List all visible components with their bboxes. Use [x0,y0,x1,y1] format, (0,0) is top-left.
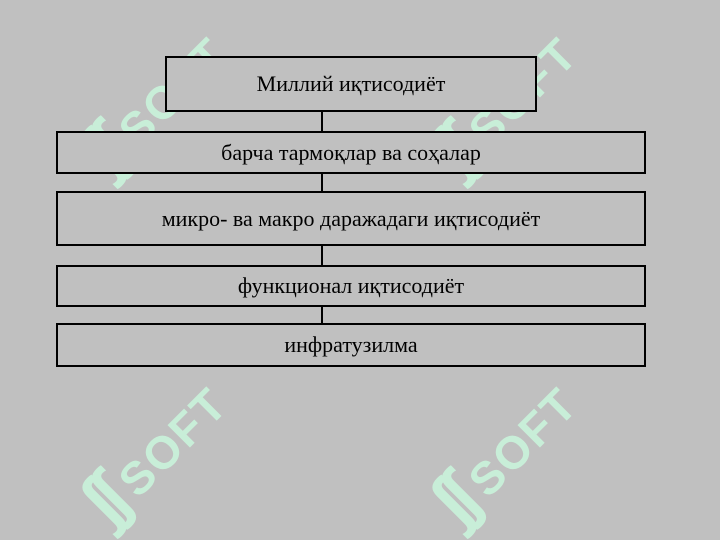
watermark-logo: ʃʃ SOFT [64,377,238,540]
connector-line [321,111,323,132]
connector-line [321,306,323,324]
level-node-micro-macro: микро- ва макро даражадаги иқтисодиёт [56,191,646,246]
connector-line [321,245,323,266]
root-node: Миллий иқтисодиёт [165,56,537,112]
level-node-infrastructure: инфратузилма [56,323,646,367]
connector-line [321,173,323,192]
level-node-functional: функционал иқтисодиёт [56,265,646,307]
watermark-logo: ʃʃ SOFT [414,377,588,540]
level-node-sectors: барча тармоқлар ва соҳалар [56,131,646,174]
